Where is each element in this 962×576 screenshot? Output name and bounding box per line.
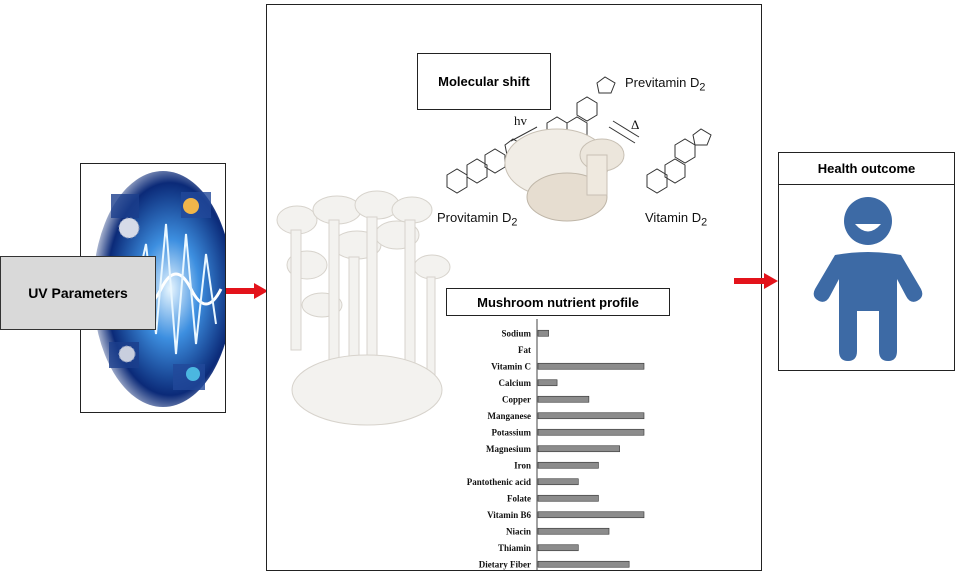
tick-label: Iron [514, 460, 531, 470]
uv-parameters-label: UV Parameters [0, 256, 156, 330]
tick-label: Manganese [488, 411, 532, 421]
bar-thiamin [537, 544, 579, 552]
bar-magnesium [537, 445, 620, 453]
bar-manganese [537, 412, 645, 420]
uv-light-wave-image [93, 171, 225, 407]
health-outcome-panel: Health outcome [778, 152, 955, 371]
tick-label: Pantothenic acid [467, 477, 531, 487]
bar-folate [537, 494, 599, 502]
mushroom-photo-icon [276, 76, 712, 426]
delta-label: Δ [631, 117, 640, 132]
vitamin-label: Vitamin D2 [645, 210, 708, 229]
bar-copper [537, 395, 590, 403]
tick-label: Fat [518, 345, 531, 355]
tick-label: Copper [502, 394, 531, 404]
previtamin-label: Previtamin D2 [625, 75, 706, 94]
arrow-right-icon [226, 283, 268, 299]
tick-label: Magnesium [486, 444, 532, 454]
tick-label: Calcium [499, 378, 532, 388]
health-outcome-title: Health outcome [778, 152, 955, 185]
bar-sodium [537, 329, 549, 337]
tick-label: Niacin [506, 526, 531, 536]
bar-potassium [537, 428, 645, 436]
hv-label: hv [514, 113, 527, 128]
tick-label: Thiamin [498, 543, 531, 553]
bar-vitamin-b6 [537, 511, 645, 519]
center-panel: Molecular shift Previtamin D2 Provitamin… [266, 4, 762, 571]
tick-label: Potassium [491, 427, 531, 437]
tick-label: Vitamin B6 [487, 510, 531, 520]
uv-image-frame [80, 163, 226, 413]
arrow-right-icon [734, 273, 778, 289]
bar-iron [537, 461, 599, 469]
bar-vitamin-c [537, 362, 645, 370]
bar-calcium [537, 379, 558, 387]
tick-label: Sodium [501, 328, 531, 338]
tick-label: Vitamin C [491, 361, 531, 371]
bar-pantothenic-acid [537, 478, 579, 486]
tick-label: Folate [507, 493, 531, 503]
nutrient-profile-title: Mushroom nutrient profile [446, 288, 670, 316]
bar-niacin [537, 527, 610, 535]
bar-dietary-fiber [537, 560, 630, 568]
provitamin-label: Provitamin D2 [437, 210, 518, 229]
tick-label: Dietary Fiber [479, 559, 531, 569]
person-icon [813, 197, 923, 361]
molecular-shift-label: Molecular shift [417, 53, 551, 110]
